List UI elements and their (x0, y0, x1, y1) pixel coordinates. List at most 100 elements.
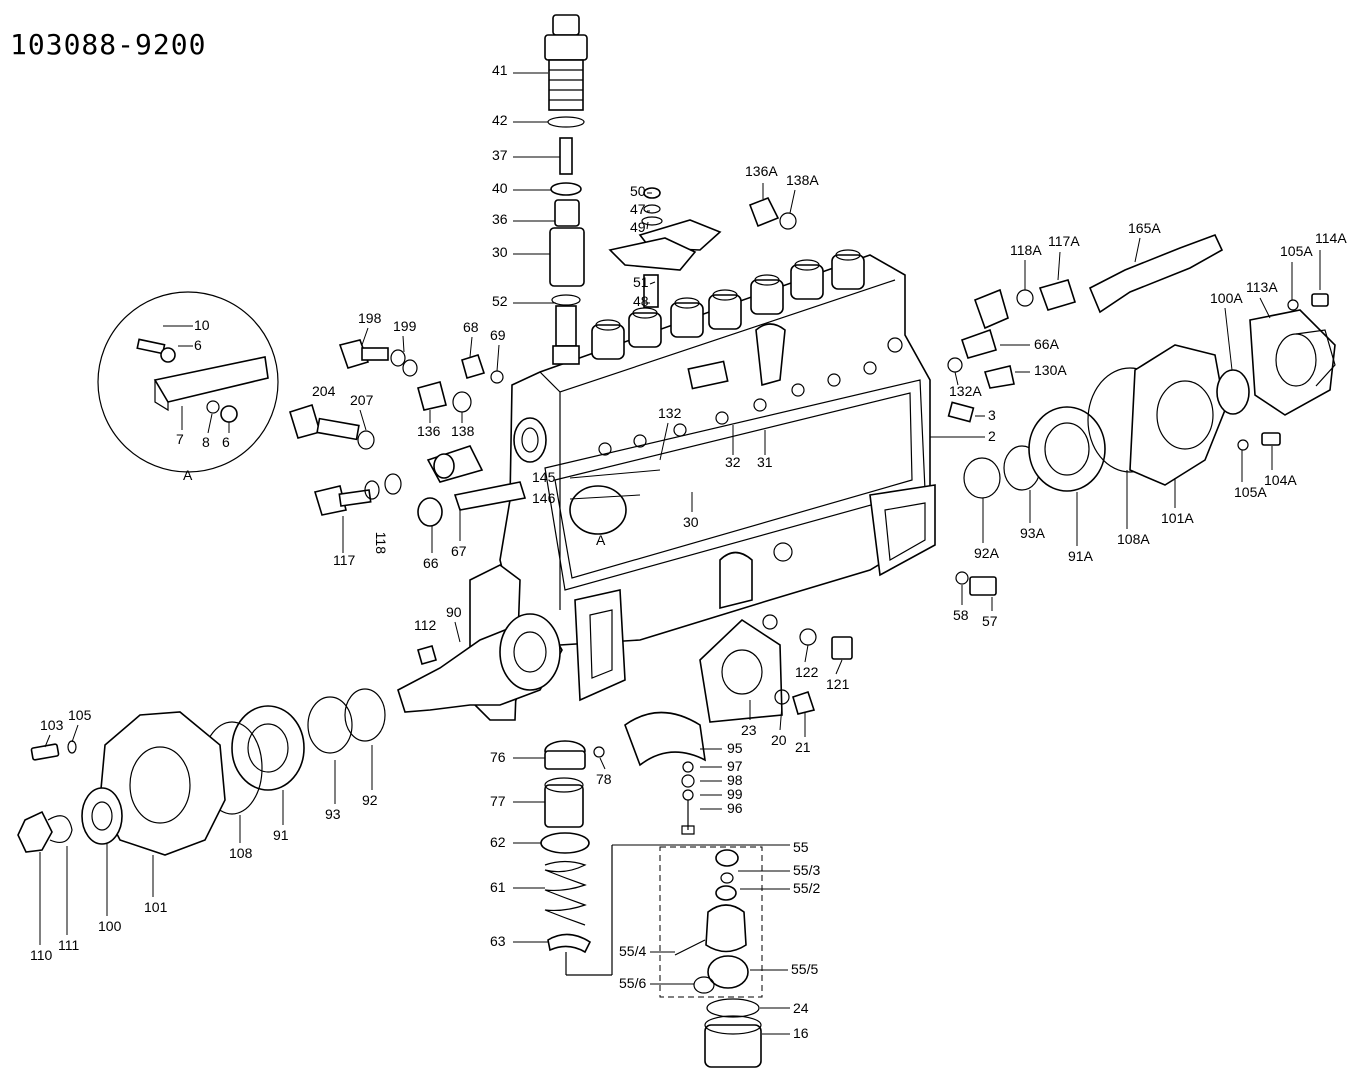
part-callout-p91: 91 (273, 827, 289, 843)
part-callout-p41: 41 (492, 62, 508, 78)
callout-leader-p121 (835, 659, 843, 675)
callout-leader-p146 (569, 494, 641, 500)
callout-leader-p68 (469, 336, 473, 358)
callout-leader-p78 (599, 757, 606, 770)
lever-stack (681, 761, 695, 835)
part-callout-p51: 51 (633, 274, 649, 290)
part-callout-p50: 50 (630, 183, 646, 199)
part-callout-p48: 48 (633, 293, 649, 309)
delivery-valve-holders (591, 249, 865, 387)
part-callout-p110: 110 (30, 947, 53, 963)
part-callout-p138A: 138A (786, 172, 819, 188)
part-callout-p101: 101 (144, 899, 168, 915)
part-callout-p36: 36 (492, 211, 508, 227)
part-callout-p16: 16 (793, 1025, 809, 1041)
part-callout-p100A: 100A (1210, 290, 1243, 306)
callout-leader-p100A (1224, 307, 1233, 371)
part-callout-p165A: 165A (1128, 220, 1161, 236)
part-callout-p10: 10 (194, 317, 210, 333)
part-callout-p121: 121 (826, 676, 850, 692)
part-callout-p97: 97 (727, 758, 743, 774)
part-callout-p3: 3 (988, 407, 996, 423)
part-callout-pA_body: A (596, 532, 606, 548)
part-callout-p90: 90 (446, 604, 462, 620)
callout-leader-p103 (44, 734, 51, 748)
part-callout-p37: 37 (492, 147, 508, 163)
callout-leader-p51 (649, 281, 656, 285)
part-callout-p145: 145 (532, 469, 556, 485)
callout-leader-p90 (454, 621, 461, 643)
part-callout-p55_4: 55/4 (619, 943, 646, 959)
top-valve-stack (544, 14, 588, 365)
part-callout-p105A_top: 105A (1280, 243, 1313, 259)
part-callout-p63: 63 (490, 933, 506, 949)
callout-leader-p8 (207, 413, 213, 434)
callout-leader-p198 (361, 327, 369, 346)
part-callout-p6b: 6 (222, 434, 230, 450)
part-callout-p146: 146 (532, 490, 556, 506)
callout-labels: 414237403630525047495148136A138A118A117A… (30, 62, 1347, 1041)
callout-leader-p207 (359, 409, 367, 431)
part-callout-p117A: 117A (1048, 233, 1080, 249)
part-callout-p93A: 93A (1020, 525, 1046, 541)
diagram-title: 103088-9200 (10, 28, 207, 61)
part-callout-p68: 68 (463, 319, 479, 335)
callout-leader-p132A (954, 371, 959, 386)
part-callout-p42: 42 (492, 112, 508, 128)
bottom-ring-items (704, 998, 762, 1068)
part-callout-p7: 7 (176, 431, 184, 447)
part-callout-p49: 49 (630, 219, 646, 235)
part-callout-p20: 20 (771, 732, 787, 748)
callout-leader-p199 (402, 335, 405, 353)
part-callout-p108A: 108A (1117, 531, 1150, 547)
part-callout-p108: 108 (229, 845, 253, 861)
part-callout-p24: 24 (793, 1000, 809, 1016)
part-callout-p66A: 66A (1034, 336, 1060, 352)
part-callout-p23: 23 (741, 722, 757, 738)
camshaft-left-bearing (17, 613, 563, 856)
callout-leader-p20 (779, 704, 783, 731)
callout-leaders (39, 72, 1321, 1035)
part-callout-p112: 112 (414, 617, 437, 633)
part-callout-p199: 199 (393, 318, 417, 334)
part-callout-p138: 138 (451, 423, 475, 439)
part-callout-p207: 207 (350, 392, 374, 408)
part-callout-p96: 96 (727, 800, 743, 816)
part-callout-p66: 66 (423, 555, 439, 571)
callout-leader-p122 (804, 644, 809, 663)
part-callout-p132A: 132A (949, 383, 982, 399)
part-callout-p31: 31 (757, 454, 773, 470)
part-callout-p61: 61 (490, 879, 506, 895)
callout-leader-p69 (496, 344, 500, 372)
part-callout-p58: 58 (953, 607, 969, 623)
part-callout-p198: 198 (358, 310, 382, 326)
part-callout-p55_2: 55/2 (793, 880, 820, 896)
part-callout-p92A: 92A (974, 545, 1000, 561)
part-callout-p55: 55 (793, 839, 809, 855)
part-callout-p47: 47 (630, 201, 646, 217)
right-fittings (748, 196, 1224, 423)
pump-drawing (17, 14, 1336, 1068)
gasket-and-lower-parts (624, 571, 997, 767)
callout-leader-p132 (659, 422, 669, 461)
part-callout-p32: 32 (725, 454, 741, 470)
part-callout-p8: 8 (202, 434, 210, 450)
part-callout-p105A_bot: 105A (1234, 484, 1267, 500)
part-callout-p67: 67 (451, 543, 467, 559)
part-callout-p105: 105 (68, 707, 92, 723)
part-callout-p104A: 104A (1264, 472, 1297, 488)
part-callout-p111: 111 (58, 937, 79, 953)
part-callout-p122: 122 (795, 664, 819, 680)
part-callout-p40: 40 (492, 180, 508, 196)
part-callout-p100: 100 (98, 918, 122, 934)
detail-a-circle (97, 291, 279, 473)
part-callout-p55_6: 55/6 (619, 975, 646, 991)
part-callout-p136A: 136A (745, 163, 778, 179)
part-callout-p204: 204 (312, 383, 336, 399)
part-callout-p6a: 6 (194, 337, 202, 353)
callout-leader-p165A (1134, 237, 1141, 263)
part-callout-p130A: 130A (1034, 362, 1067, 378)
part-callout-p118A: 118A (1010, 242, 1042, 258)
part-callout-p99: 99 (727, 786, 743, 802)
